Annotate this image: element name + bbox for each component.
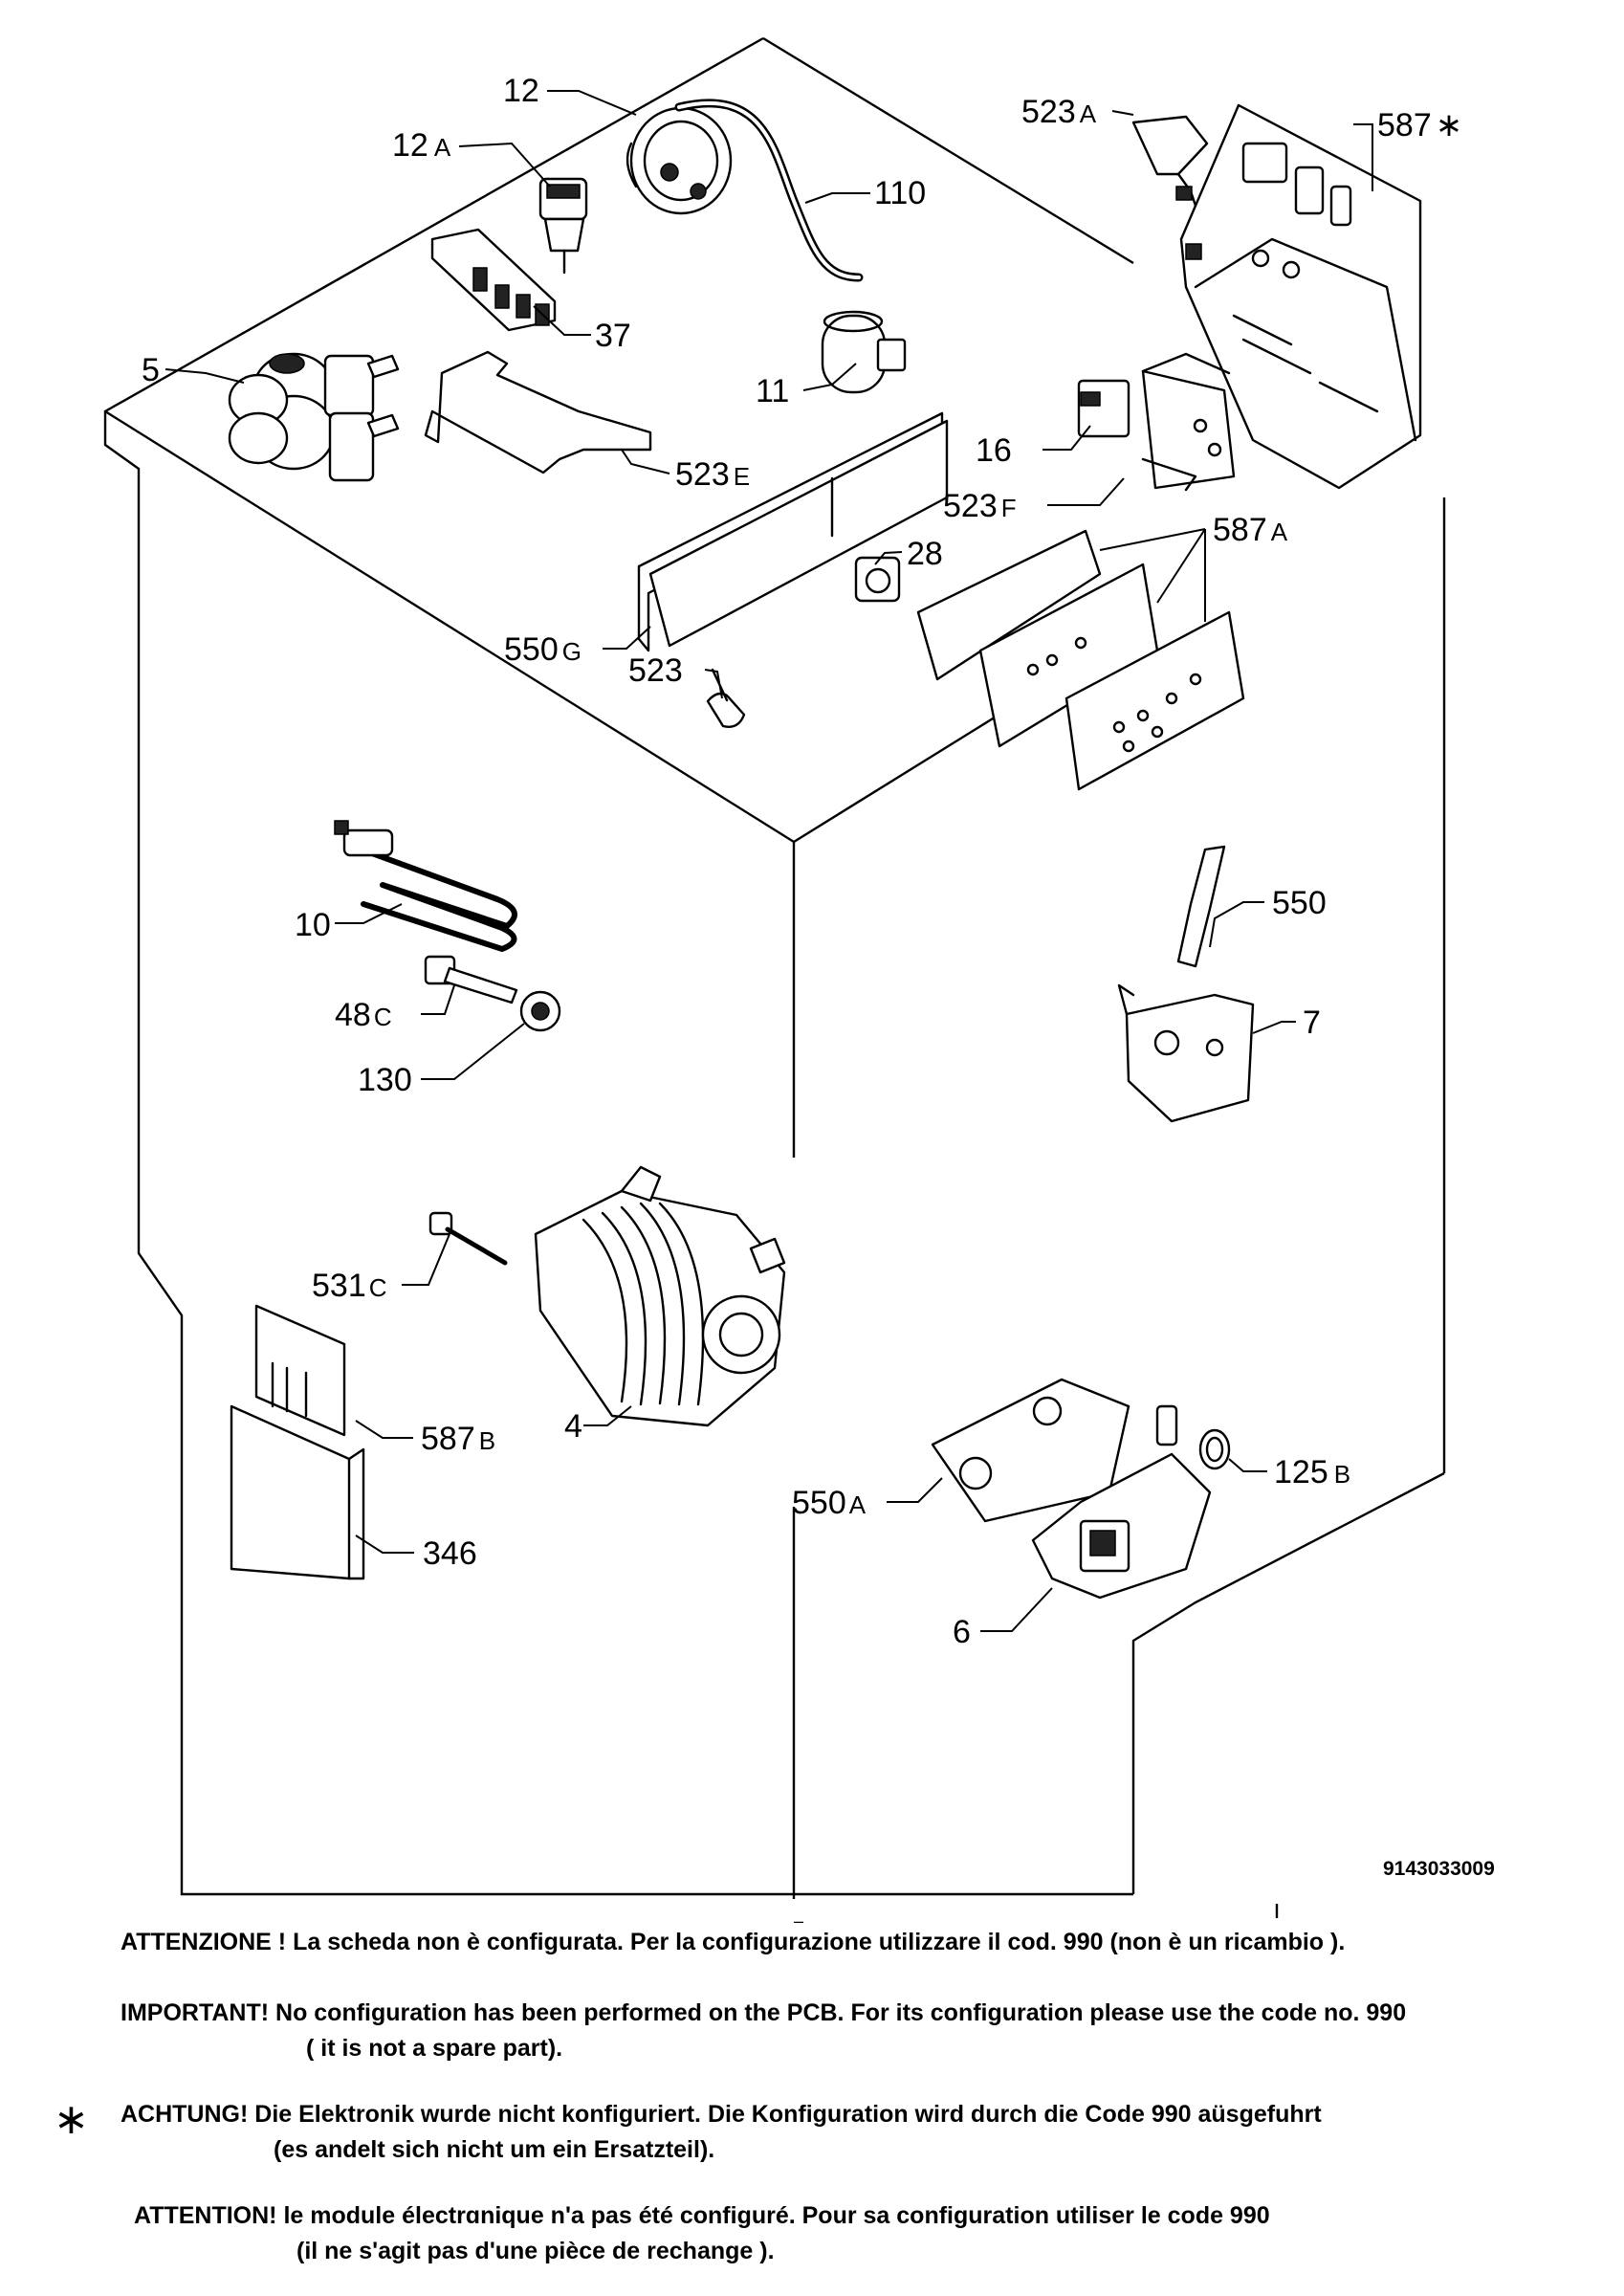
part-130-nut [519,990,561,1032]
label-6: 6 [953,1614,971,1650]
label-12: 12 [503,73,539,109]
note-german-line2: (es andelt sich nicht um ein Ersatzteil)… [274,2136,715,2163]
label-110: 110 [874,175,926,211]
asterisk-mark: ∗ [54,2096,89,2143]
cabinet-outline [103,36,1446,1923]
note-italian: ATTENZIONE ! La scheda non è configurata… [121,1929,1345,1956]
note-italian-line1: ATTENZIONE ! La scheda non è configurata… [121,1929,1346,1955]
note-german: ACHTUNG! Die Elektronik wurde nicht konf… [121,2101,1322,2164]
note-french-line2: (il ne s'agit pas d'une pièce de rechang… [296,2238,775,2264]
note-french: ATTENTION! le module électrɑnique n'a pa… [134,2202,1270,2265]
drawing-code: 9143033009 [1383,1858,1495,1880]
part-10-heating-element [334,820,517,952]
label-37: 37 [595,318,631,354]
part-5-solenoid-valve [228,352,400,482]
part-587a-control-boards [916,529,1245,791]
part-550g-panel [637,411,949,652]
label-28: 28 [907,536,943,572]
label-587-star: 587∗ [1377,107,1462,144]
part-346-box [230,1404,365,1580]
part-37-terminal-block [430,228,557,332]
part-7-door-lock [1117,983,1255,1123]
part-587-star-electronic-module [1179,103,1422,490]
part-550a-plate [931,1378,1130,1523]
part-12-pressure-switch [625,106,733,215]
note-english: IMPORTANT! No configuration has been per… [121,1999,1406,2063]
part-587b-panel [254,1304,346,1437]
part-6-drain-pump [1031,1404,1212,1600]
part-125b-ring [1198,1428,1231,1470]
leader-lines [165,90,1373,1632]
part-523a-clip [1131,115,1209,208]
label-550: 550 [1272,885,1327,921]
label-7: 7 [1303,1004,1321,1041]
part-48c-temperature-sensor [424,955,518,1004]
note-german-line1: ACHTUNG! Die Elektronik wurde nicht konf… [121,2101,1322,2128]
part-16-relay [1077,379,1130,438]
part-11-capacitor [821,310,907,394]
part-550-lever [1176,845,1226,968]
label-346: 346 [423,1535,477,1572]
part-28-clip [854,556,901,603]
part-523e-bracket [424,350,652,475]
label-11: 11 [756,373,789,409]
note-english-line1: IMPORTANT! No configuration has been per… [121,1999,1407,2026]
label-130: 130 [358,1062,412,1098]
label-523: 523 [628,652,683,689]
note-english-line2: ( it is not a spare part). [306,2035,563,2062]
part-12a-pressure-sensor [538,177,588,275]
part-523-connector [706,668,746,728]
label-10: 10 [295,907,331,943]
label-5: 5 [142,352,160,388]
part-4-motor [534,1165,786,1427]
part-531c-screw [428,1211,508,1266]
note-french-line1: ATTENTION! le module électrɑnique n'a pa… [134,2202,1270,2229]
label-4: 4 [564,1408,582,1445]
label-16: 16 [976,432,1012,469]
part-523f-block [1141,352,1236,492]
